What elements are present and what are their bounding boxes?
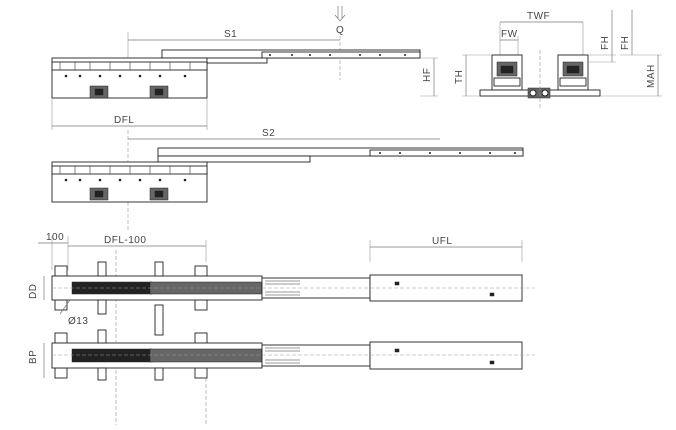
bp-drawer-member: [369, 341, 523, 370]
mah-label: MAH: [646, 64, 657, 88]
top-view-bp: BP: [28, 329, 535, 425]
slide-rail-tip: [261, 51, 421, 59]
dd-label: DD: [28, 284, 39, 299]
top-view-dd: DD Ø13: [28, 261, 535, 336]
dfl-label: DFL: [114, 115, 134, 126]
ufl-label: UFL: [432, 236, 452, 247]
dfl100-label: DFL-100: [104, 235, 146, 246]
fw-label: FW: [501, 29, 518, 40]
bp-label: BP: [28, 350, 39, 364]
dia13-leader: [59, 299, 71, 315]
th-label: TH: [454, 70, 465, 84]
full-rail-middle: [157, 155, 311, 163]
center-connector: [527, 87, 551, 99]
s1-label: S1: [224, 29, 237, 40]
fh-label-1: FH: [600, 36, 611, 50]
side-view-full-stroke: S2: [51, 128, 524, 230]
down-arrow-icon: [334, 6, 346, 22]
end-view-section: TWF FW FH FH MAH T: [454, 10, 662, 110]
s2-label: S2: [262, 128, 275, 139]
q-label: Q: [336, 25, 344, 36]
hf-label: HF: [422, 68, 433, 82]
hundred-label: 100: [46, 232, 64, 243]
side-view-extended: S1 Q: [51, 6, 438, 130]
fh-label-2: FH: [620, 36, 631, 50]
top-view-dimensions: 100 DFL-100 UFL: [38, 232, 523, 425]
twf-label: TWF: [527, 11, 550, 22]
dia13-label: Ø13: [68, 316, 88, 327]
